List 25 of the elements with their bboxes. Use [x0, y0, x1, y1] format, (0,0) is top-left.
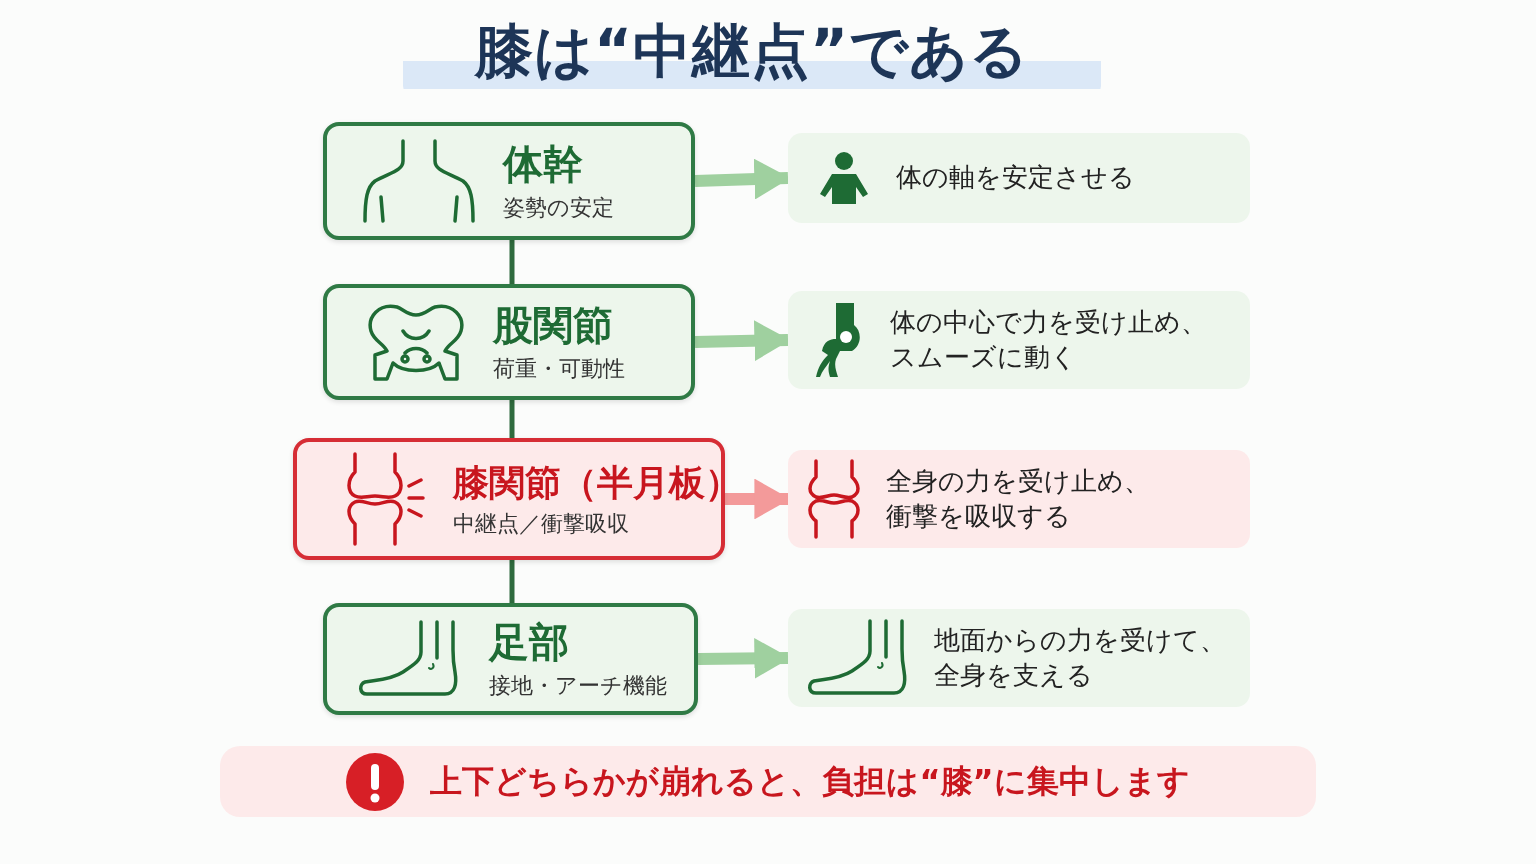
part-subtitle: 中継点／衝撃吸収 — [453, 509, 630, 538]
connector-line — [509, 400, 515, 438]
description-card — [788, 291, 1250, 389]
part-heading: 足部 — [489, 618, 570, 667]
warning-text: 上下どちらかが崩れると、負担は“膝”に集中します — [430, 760, 1190, 802]
description-card — [788, 133, 1250, 223]
description-text: 体の中心で力を受け止め、スムーズに動く — [890, 305, 1208, 374]
body-part-box — [323, 122, 695, 240]
part-subtitle: 姿勢の安定 — [503, 194, 614, 222]
body-part-box — [323, 603, 698, 715]
part-heading: 股関節 — [493, 301, 614, 350]
description-card — [788, 609, 1250, 707]
part-subtitle: 荷重・可動性 — [493, 355, 625, 383]
connector-line — [509, 240, 515, 284]
part-heading: 体幹 — [503, 140, 584, 189]
connector-line — [509, 560, 515, 603]
part-heading: 膝関節（半月板） — [453, 460, 741, 505]
description-text: 体の軸を安定させる — [896, 161, 1136, 195]
body-part-box — [293, 438, 725, 560]
part-subtitle: 接地・アーチ機能 — [489, 672, 667, 700]
description-text: 全身の力を受け止め、衝撃を吸収する — [886, 464, 1151, 533]
description-text: 地面からの力を受けて、全身を支える — [934, 623, 1227, 692]
body-part-box — [323, 284, 695, 400]
description-card — [788, 450, 1250, 548]
warning-banner — [220, 746, 1316, 817]
